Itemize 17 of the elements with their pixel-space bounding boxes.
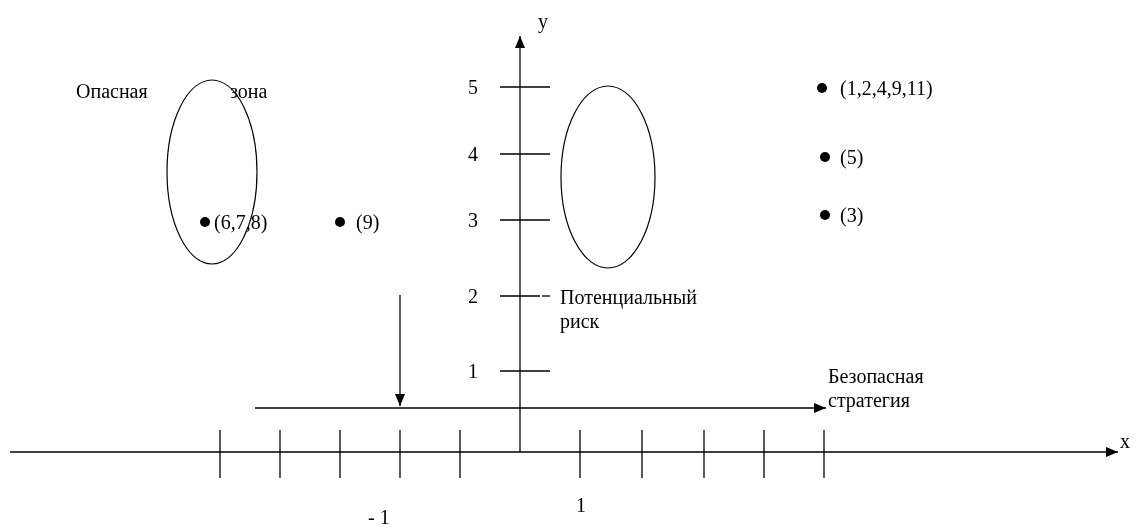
tick-label: 2: [468, 285, 478, 307]
text-label: Безопасная стратегия: [828, 364, 925, 412]
arrow: [254, 403, 827, 413]
axis-label: x: [1120, 430, 1130, 452]
tick-label: 1: [468, 360, 478, 382]
tick-label: 5: [468, 76, 478, 98]
point-label: (3): [840, 204, 864, 226]
tick-label: - 1: [368, 506, 390, 528]
tick-label: 4: [468, 143, 478, 165]
axis-label: y: [538, 10, 548, 32]
point-label: (1,2,4,9,11): [840, 77, 933, 99]
annotation-text: Потенциальный риск: [560, 285, 698, 333]
tick-label: 3: [468, 209, 478, 231]
point-label: (5): [840, 146, 864, 168]
zone-label: Опасная: [76, 80, 148, 102]
tick-label: 1: [576, 494, 586, 516]
point-label: (9): [356, 211, 380, 233]
